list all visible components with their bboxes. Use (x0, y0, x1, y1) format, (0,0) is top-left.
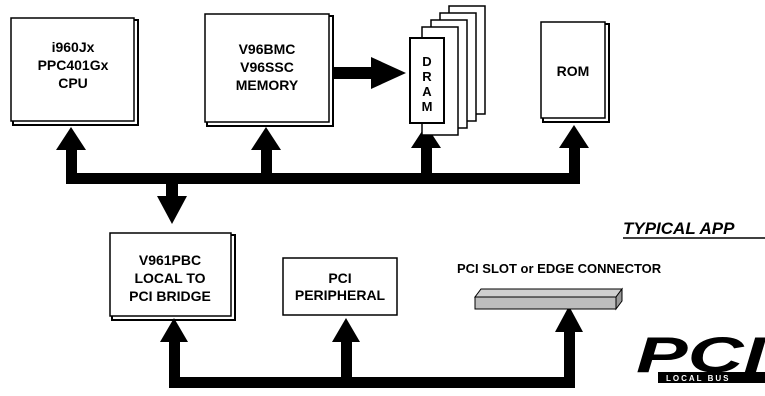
cpu-label-line2: PPC401Gx (38, 57, 109, 73)
peripheral-label-line1: PCI (328, 270, 351, 286)
pci-slot-connector-face (474, 296, 617, 310)
dram-letter-d: D (422, 54, 431, 69)
peripheral-pci-arrow (332, 318, 360, 342)
cpu-bus-arrow (56, 127, 86, 150)
dram-bus-arrow (411, 125, 441, 148)
title-text: TYPICAL APP (623, 219, 735, 238)
diagram-title: TYPICAL APP (623, 219, 765, 239)
bridge-block: V961PBC LOCAL TO PCI BRIDGE (109, 232, 236, 321)
pci-bus (169, 330, 575, 388)
bridge-down-arrow (157, 196, 187, 224)
rom-block: ROM (540, 21, 610, 123)
memory-controller-block: V96BMC V96SSC MEMORY (204, 13, 334, 127)
pci-slot-connector (474, 288, 623, 298)
bridge-label-line1: V961PBC (139, 252, 201, 268)
pci-peripheral-block: PCI PERIPHERAL (282, 257, 398, 316)
pci-logo: PCI LOCAL BUS (636, 327, 765, 383)
slot-pci-arrow (555, 306, 583, 332)
bridge-label-line2: LOCAL TO (134, 270, 205, 286)
memory-to-dram-arrow (333, 57, 406, 89)
memory-bus-arrow (251, 127, 281, 150)
dram-letter-m: M (422, 99, 433, 114)
pci-logo-band (658, 372, 765, 383)
pci-slot-connector-end (615, 287, 623, 311)
bridge-label-line3: PCI BRIDGE (129, 288, 211, 304)
cpu-label-line3: CPU (58, 75, 88, 91)
dram-stack: D R A M (409, 5, 486, 136)
cpu-label-line1: i960Jx (52, 39, 95, 55)
dram-letter-r: R (422, 69, 432, 84)
memory-label-line3: MEMORY (236, 77, 299, 93)
memory-label-line2: V96SSC (240, 59, 294, 75)
pci-logo-subtext: LOCAL BUS (666, 374, 731, 383)
pci-slot: PCI SLOT or EDGE CONNECTOR (457, 261, 662, 311)
rom-bus-arrow (559, 125, 589, 148)
memory-label-line1: V96BMC (239, 41, 296, 57)
peripheral-label-line2: PERIPHERAL (295, 287, 386, 303)
pci-slot-label: PCI SLOT or EDGE CONNECTOR (457, 261, 662, 276)
dram-letter-a: A (422, 84, 432, 99)
local-bus (66, 146, 580, 198)
rom-label: ROM (557, 63, 590, 79)
bridge-pci-arrow (160, 318, 188, 342)
cpu-block: i960Jx PPC401Gx CPU (10, 17, 139, 126)
